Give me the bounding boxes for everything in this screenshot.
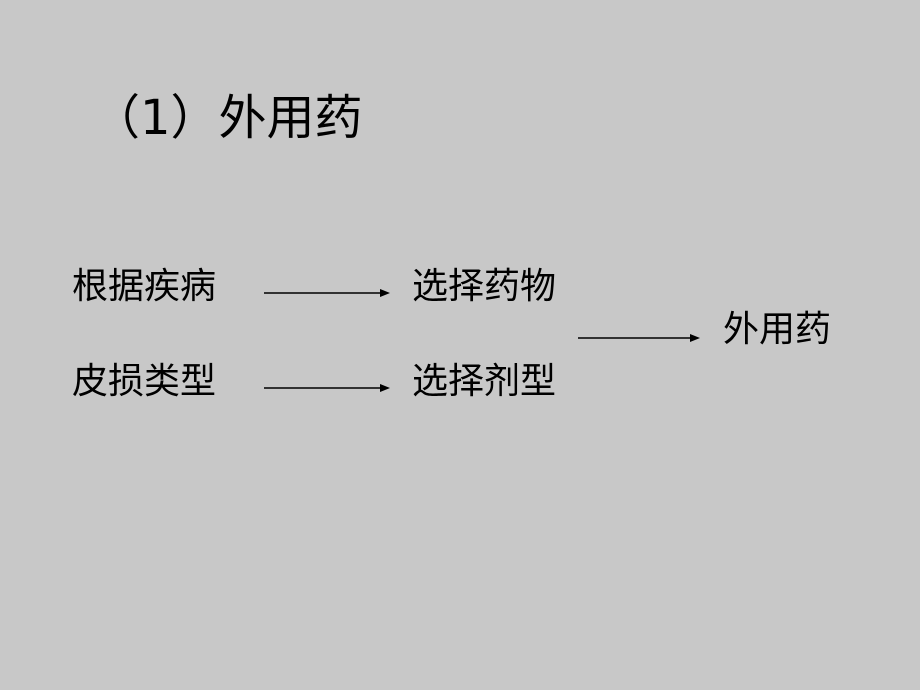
- slide-title: （1）外用药: [92, 90, 363, 146]
- arrow-to-result: [578, 334, 700, 342]
- arrow-lesion-to-form: [264, 384, 390, 392]
- node-result: 外用药: [723, 309, 832, 350]
- node-select-drug: 选择药物: [412, 266, 557, 307]
- arrow-disease-to-drug: [264, 289, 390, 297]
- node-lesion-type: 皮损类型: [72, 361, 217, 402]
- node-disease: 根据疾病: [72, 266, 217, 307]
- node-select-form: 选择剂型: [412, 361, 557, 402]
